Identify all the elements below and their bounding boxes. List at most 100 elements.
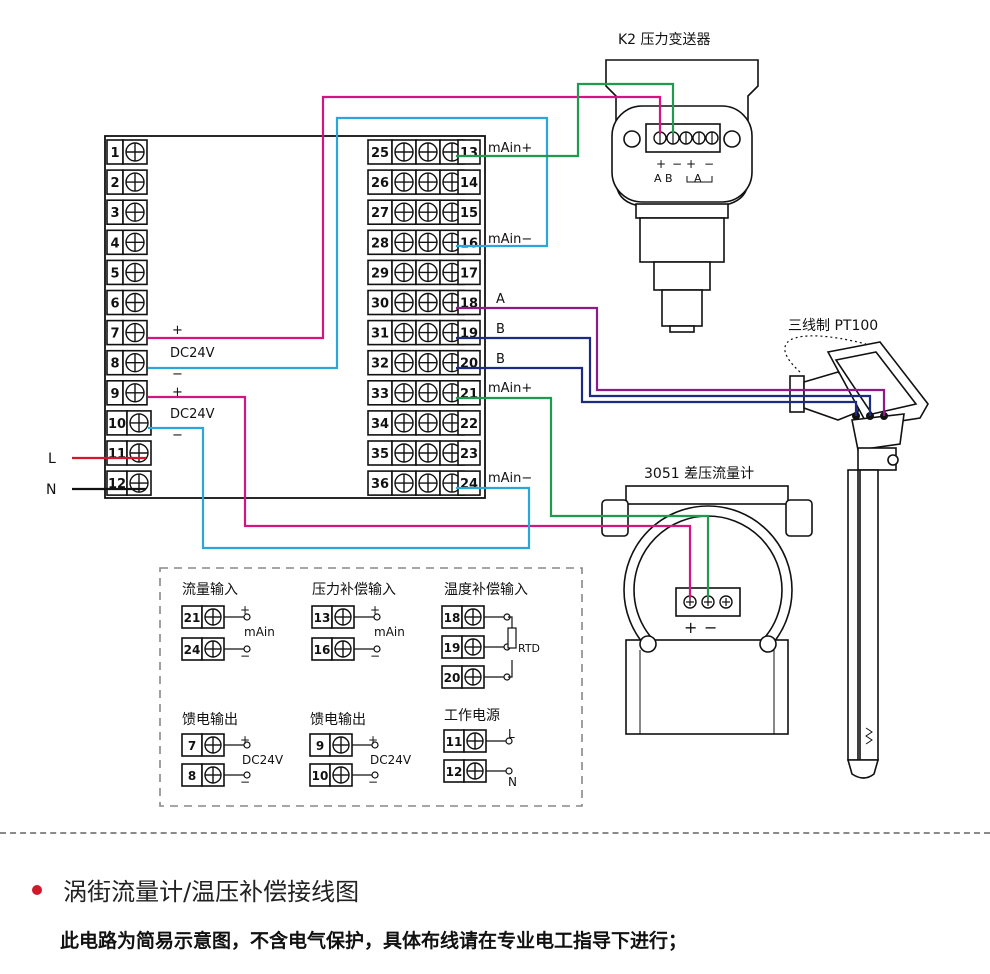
- label-A-18: A: [496, 292, 505, 307]
- k2-ab-label: A B: [654, 172, 673, 185]
- legend-terminal-10: 10: [309, 763, 379, 787]
- k2-pressure-transmitter: + − + − A B A: [605, 59, 759, 333]
- terminal-22: 22: [439, 410, 481, 436]
- legend-terminal-21-label: 21: [184, 611, 201, 625]
- legend-feed1-title: 馈电输出: [182, 712, 238, 728]
- terminal-34-label: 34: [371, 417, 389, 432]
- terminal-34: 34: [367, 410, 417, 436]
- legend-terminal-11-label: 11: [446, 735, 463, 749]
- terminal-6-label: 6: [110, 297, 119, 312]
- k2-plus-2: +: [686, 157, 696, 171]
- label-B-19: B: [496, 322, 505, 337]
- legend-terminal-10-label: 10: [312, 769, 329, 783]
- legend-terminal-20-label: 20: [444, 671, 461, 685]
- terminal-1-label: 1: [110, 146, 119, 161]
- terminal-13-label: 13: [460, 146, 478, 161]
- label-dc24v-2: DC24V: [170, 407, 215, 422]
- label-N: N: [46, 482, 56, 498]
- terminal-6: 6: [106, 289, 148, 316]
- caption-title: 涡街流量计/温压补偿接线图: [63, 878, 360, 906]
- terminal-21: 21: [439, 379, 481, 406]
- terminal-23: 23: [439, 440, 481, 466]
- flow-plus: +: [684, 618, 697, 637]
- terminal-35: 35: [367, 440, 417, 466]
- terminal-12: 12: [106, 470, 152, 496]
- terminal-32: 32: [367, 349, 417, 376]
- terminal-16-label: 16: [460, 236, 478, 251]
- terminal-17: 17: [439, 259, 481, 286]
- legend-pressure-plus: +: [370, 603, 380, 617]
- legend-box: [159, 567, 583, 807]
- wire-19-b: [456, 336, 872, 416]
- legend-pressure-title: 压力补偿输入: [312, 582, 396, 598]
- terminal-27-label: 27: [371, 206, 389, 221]
- terminal-33-label: 33: [371, 387, 389, 402]
- terminal-20: 20: [439, 349, 481, 376]
- k2-title: K2 压力变送器: [618, 32, 711, 48]
- terminal-25: 25: [367, 139, 417, 165]
- terminal-13: 13: [439, 139, 481, 165]
- terminal-19-label: 19: [460, 327, 478, 342]
- terminal-block: [104, 135, 486, 499]
- wire-7-k2a: [148, 95, 662, 340]
- label-mAin-minus-16: mAin−: [488, 232, 532, 247]
- terminal-24-label: 24: [460, 477, 478, 492]
- terminal-24: 24: [439, 470, 481, 496]
- label-minus-10: −: [172, 428, 183, 443]
- legend-terminal-20: 20: [441, 665, 511, 689]
- legend-temp-title: 温度补偿输入: [444, 582, 528, 598]
- wire-13-k2b: [456, 82, 675, 158]
- terminal-29: 29: [367, 259, 417, 286]
- legend-terminal-12-label: 12: [446, 765, 463, 779]
- caption: 涡街流量计/温压补偿接线图: [32, 872, 359, 907]
- terminal-4: 4: [106, 229, 148, 256]
- legend-terminal-13-label: 13: [314, 611, 331, 625]
- wire-8-16: [148, 116, 549, 370]
- terminal-11-label: 11: [108, 447, 126, 462]
- wire-20-b: [456, 366, 858, 416]
- legend-feed1-dc24v: DC24V: [242, 753, 284, 767]
- legend-flow-plus: +: [240, 603, 250, 617]
- terminal-7-label: 7: [110, 327, 119, 342]
- terminal-28-label: 28: [371, 236, 389, 251]
- legend-annotations: + mAin − + mAin − RTD + DC24V − + DC24V …: [240, 603, 540, 789]
- terminal-8-label: 8: [110, 357, 119, 372]
- terminal-33: 33: [367, 379, 417, 406]
- legend-feed1-plus: +: [240, 733, 250, 747]
- legend-pressure-mAin: mAin: [374, 625, 405, 639]
- legend-terminal-9: 9: [309, 733, 379, 757]
- legend-terminal-8-label: 8: [188, 769, 196, 783]
- label-plus-7: +: [172, 323, 183, 338]
- legend-terminal-7: 7: [181, 733, 251, 757]
- legend-power-L: L: [508, 727, 515, 741]
- label-mAin-plus-13: mAin+: [488, 141, 532, 156]
- legend-terminal-21: 21: [181, 605, 251, 629]
- pt100-title: 三线制 PT100: [788, 318, 878, 334]
- legend-terminal-8: 8: [181, 763, 251, 787]
- flow-minus: −: [704, 618, 717, 637]
- legend-terminal-13: 13: [311, 605, 381, 629]
- terminal-26: 26: [367, 169, 417, 195]
- section-divider: [0, 832, 990, 834]
- wire-18-a: [456, 306, 886, 416]
- terminal-35-label: 35: [371, 447, 389, 462]
- terminal-18-label: 18: [460, 297, 478, 312]
- legend-power-N: N: [508, 775, 517, 789]
- legend-terminal-19: 19: [441, 635, 511, 659]
- k2-plus-a: +: [656, 157, 666, 171]
- terminal-36-label: 36: [371, 477, 389, 492]
- terminal-31: 31: [367, 319, 417, 346]
- legend-terminal-19-label: 19: [444, 641, 461, 655]
- terminal-19: 19: [439, 319, 481, 346]
- wire-10-24: [148, 426, 531, 550]
- legend-terminal-16: 16: [311, 637, 381, 661]
- wires: [72, 82, 886, 598]
- terminal-23-label: 23: [460, 447, 478, 462]
- terminal-1: 1: [106, 139, 148, 165]
- terminal-11: 11: [106, 440, 152, 466]
- terminal-31-label: 31: [371, 327, 389, 342]
- terminal-32-label: 32: [371, 357, 389, 372]
